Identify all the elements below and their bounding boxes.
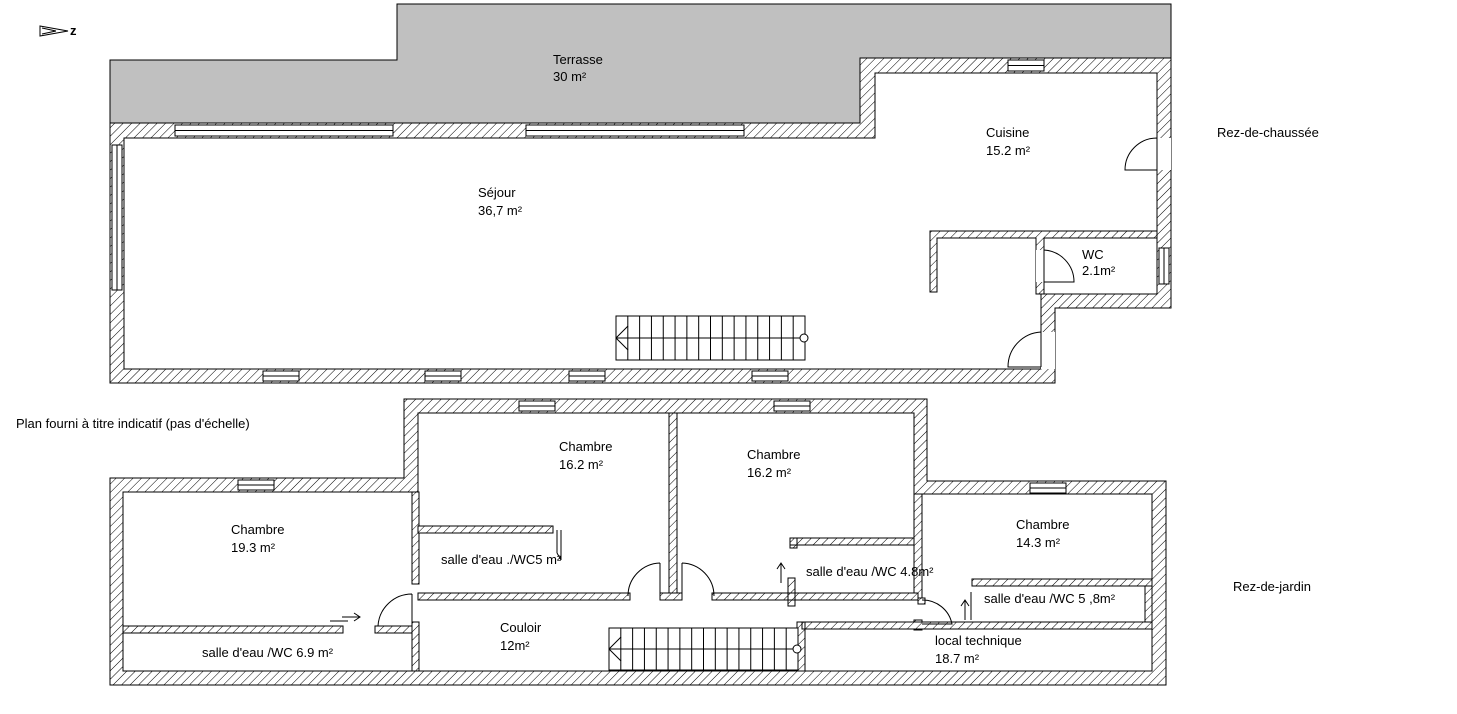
ground-windows — [111, 59, 1170, 382]
ground-floor-walls — [109, 57, 1172, 384]
level-label-ground: Rez-de-chaussée — [1217, 125, 1319, 140]
wc-area: 2.1m² — [1082, 263, 1116, 278]
local-technique-area: 18.7 m² — [935, 651, 980, 666]
wc-name: WC — [1082, 247, 1104, 262]
garden-floor-plan: Chambre 19.3 m² Chambre 16.2 m² Chambre … — [109, 398, 1311, 686]
chambre-1-area: 19.3 m² — [231, 540, 276, 555]
garden-stairs — [608, 627, 802, 671]
terrasse-area: 30 m² — [553, 69, 587, 84]
sejour-name: Séjour — [478, 185, 516, 200]
couloir-area: 12m² — [500, 638, 530, 653]
couloir-name: Couloir — [500, 620, 542, 635]
sde-3-label: salle d'eau /WC 4.8m² — [806, 564, 934, 579]
sejour-area: 36,7 m² — [478, 203, 523, 218]
chambre-4-area: 14.3 m² — [1016, 535, 1061, 550]
cuisine-name: Cuisine — [986, 125, 1029, 140]
sde-2-label: salle d'eau ./WC5 m² — [441, 552, 562, 567]
garden-windows — [237, 400, 1067, 494]
chambre-3-area: 16.2 m² — [747, 465, 792, 480]
chambre-3-name: Chambre — [747, 447, 800, 462]
garden-doors — [377, 562, 953, 627]
sde-1-label: salle d'eau /WC 6.9 m² — [202, 645, 334, 660]
cuisine-area: 15.2 m² — [986, 143, 1031, 158]
chambre-2-area: 16.2 m² — [559, 457, 604, 472]
north-arrow-icon: z — [39, 23, 77, 38]
north-label: z — [70, 23, 77, 38]
level-label-garden: Rez-de-jardin — [1233, 579, 1311, 594]
ground-stairs — [615, 315, 809, 361]
partition-walls-h — [122, 525, 1153, 672]
local-technique-name: local technique — [935, 633, 1022, 648]
chambre-4-name: Chambre — [1016, 517, 1069, 532]
sde-4-label: salle d'eau /WC 5 ,8m² — [984, 591, 1116, 606]
chambre-2-name: Chambre — [559, 439, 612, 454]
chambre-1-name: Chambre — [231, 522, 284, 537]
terrasse-name: Terrasse — [553, 52, 603, 67]
arrow-icons — [330, 530, 972, 622]
ground-floor-plan: Terrasse 30 m² Séjour 36,7 m² Cuisine 15… — [109, 3, 1319, 384]
plan-note: Plan fourni à titre indicatif (pas d'éch… — [16, 416, 250, 431]
ground-doors — [1007, 137, 1171, 369]
